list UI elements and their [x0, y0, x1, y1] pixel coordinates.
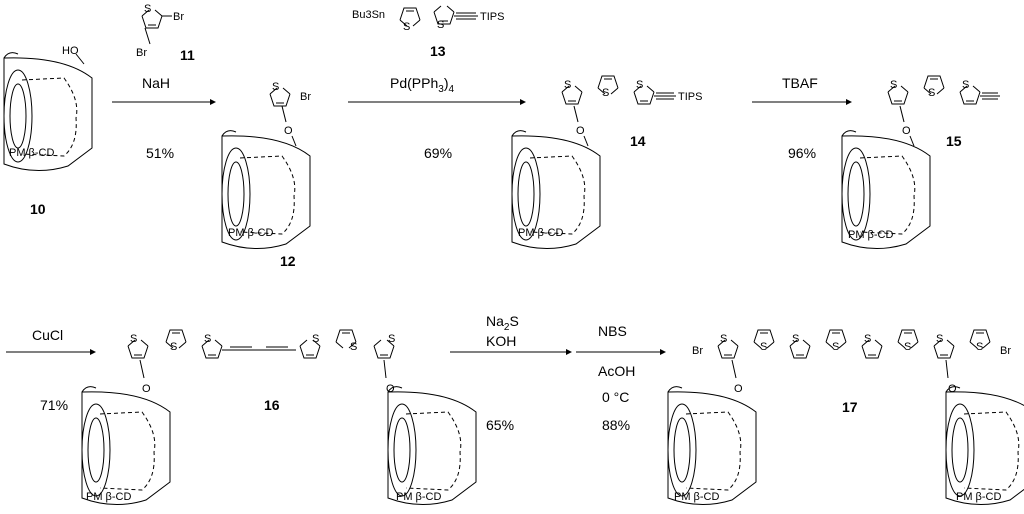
- compound-number-10: 10: [30, 201, 46, 217]
- svg-text:S: S: [272, 81, 279, 93]
- compound-number-17: 17: [842, 399, 858, 415]
- svg-text:S: S: [760, 341, 767, 353]
- compound-number-11: 11: [180, 47, 195, 63]
- svg-text:S: S: [564, 79, 571, 91]
- cd-label-14: PM β-CD: [518, 227, 563, 239]
- compound-16: S S S S S S O O PM β-CD PM β-CD 16: [81, 329, 477, 506]
- step-1: NaH 51%: [112, 75, 216, 161]
- compound-number-15: 15: [946, 133, 962, 149]
- compound-number-16: 16: [264, 397, 280, 413]
- yield-4: 71%: [40, 397, 68, 413]
- cd-label-16b: PM β-CD: [396, 491, 441, 503]
- svg-text:O: O: [284, 125, 293, 137]
- hydroxyl-label: HO: [62, 45, 79, 57]
- svg-text:S: S: [204, 333, 211, 345]
- step-3: TBAF 96%: [752, 75, 852, 161]
- svg-text:S: S: [130, 333, 137, 345]
- svg-text:O: O: [386, 383, 395, 395]
- svg-text:S: S: [792, 333, 799, 345]
- svg-text:O: O: [902, 125, 911, 137]
- reagent-na2s: Na2S: [486, 313, 519, 333]
- compound-12: S Br O PM β-CD 12: [221, 81, 311, 269]
- svg-text:S: S: [720, 333, 727, 345]
- compound-11: S Br Br 11: [136, 3, 195, 63]
- compound-number-14: 14: [630, 133, 646, 149]
- tips-label-13: TIPS: [480, 11, 504, 23]
- compound-13: Bu3Sn S S TIPS 13: [352, 5, 504, 59]
- svg-text:S: S: [144, 3, 151, 15]
- svg-text:S: S: [936, 333, 943, 345]
- svg-text:S: S: [890, 79, 897, 91]
- svg-text:S: S: [636, 79, 643, 91]
- cd-label-17a: PM β-CD: [674, 491, 719, 503]
- stannyl-label: Bu3Sn: [352, 9, 385, 21]
- reagent-acoh: AcOH: [598, 363, 635, 379]
- bromomethyl-label: Br: [136, 47, 147, 59]
- reagent-koh: KOH: [486, 333, 516, 349]
- step-6: NBS AcOH 0 °C 88%: [576, 323, 666, 433]
- svg-text:S: S: [904, 341, 911, 353]
- svg-text:Br: Br: [1000, 345, 1011, 357]
- bromo-label: Br: [173, 11, 184, 23]
- svg-text:Br: Br: [300, 91, 311, 103]
- svg-text:S: S: [864, 333, 871, 345]
- yield-5: 65%: [486, 417, 514, 433]
- svg-text:S: S: [962, 79, 969, 91]
- svg-text:O: O: [142, 383, 151, 395]
- svg-text:O: O: [734, 383, 743, 395]
- svg-text:S: S: [437, 19, 444, 31]
- svg-text:S: S: [602, 87, 609, 99]
- reagent-tbaf: TBAF: [782, 75, 818, 91]
- yield-2: 69%: [424, 145, 452, 161]
- yield-1: 51%: [146, 145, 174, 161]
- cd-label-15: PM β-CD: [848, 229, 893, 241]
- step-2: Pd(PPh3)4 69%: [348, 75, 526, 161]
- svg-text:S: S: [403, 21, 410, 33]
- reagent-nbs: NBS: [598, 323, 627, 339]
- svg-text:S: S: [388, 333, 395, 345]
- cd-label-10: PM β-CD: [9, 147, 54, 159]
- cd-label-12: PM β-CD: [228, 227, 273, 239]
- svg-text:S: S: [170, 341, 177, 353]
- reagent-pd: Pd(PPh3)4: [390, 75, 454, 95]
- cd-label-17b: PM β-CD: [956, 491, 1001, 503]
- svg-text:S: S: [350, 341, 357, 353]
- compound-10: HO PM β-CD 10: [3, 45, 93, 217]
- svg-text:O: O: [576, 125, 585, 137]
- step-5: Na2S KOH 65%: [450, 313, 572, 433]
- svg-text:S: S: [928, 87, 935, 99]
- reagent-temp: 0 °C: [602, 389, 629, 405]
- compound-14: S S S TIPS O PM β-CD 14: [511, 75, 702, 250]
- svg-text:S: S: [976, 341, 983, 353]
- reagent-nah: NaH: [142, 75, 170, 91]
- step-4: CuCl 71%: [6, 327, 96, 413]
- yield-6: 88%: [602, 417, 630, 433]
- svg-text:Br: Br: [692, 345, 703, 357]
- compound-17: Br Br S S S S S S S S O O PM β-CD PM β-C…: [667, 329, 1024, 506]
- svg-text:S: S: [312, 333, 319, 345]
- svg-text:S: S: [832, 341, 839, 353]
- reagent-cucl: CuCl: [32, 327, 63, 343]
- svg-text:O: O: [948, 383, 957, 395]
- yield-3: 96%: [788, 145, 816, 161]
- cd-label-16a: PM β-CD: [86, 491, 131, 503]
- compound-number-12: 12: [280, 253, 296, 269]
- compound-15: S S S O PM β-CD 15: [841, 75, 1000, 250]
- tips-label-14: TIPS: [678, 91, 702, 103]
- compound-number-13: 13: [430, 43, 446, 59]
